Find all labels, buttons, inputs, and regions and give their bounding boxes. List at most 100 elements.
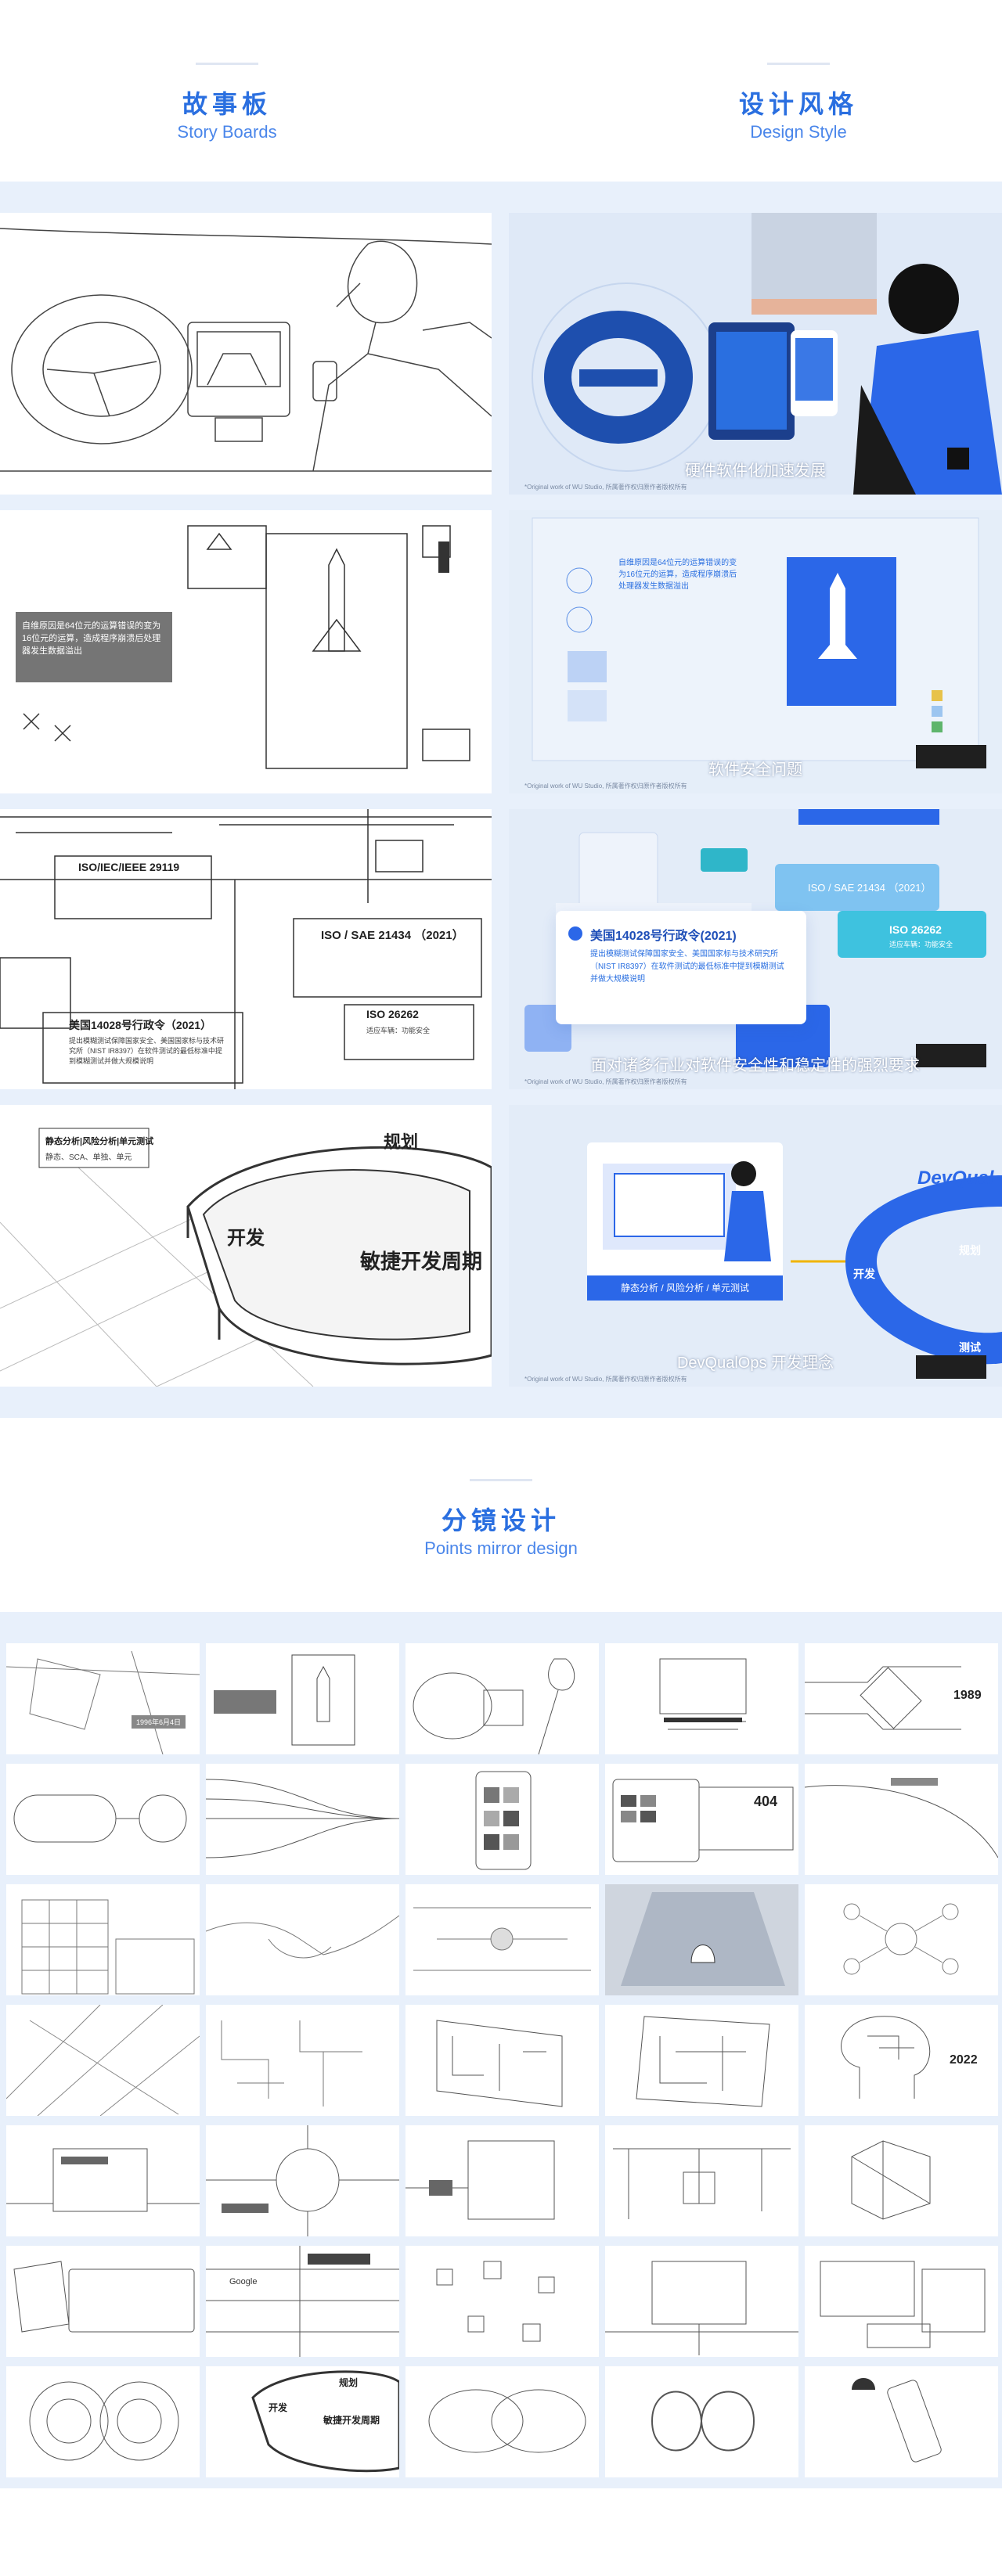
standards-style-iso2: ISO 26262 — [889, 923, 942, 936]
rocket-style-note: 自维原因是64位元的运算错误的变为16位元的运算，造成程序崩溃后处理器发生数据溢… — [618, 559, 737, 591]
cycle-sketch-illustration — [0, 1128, 492, 1387]
order-bullet-icon — [568, 926, 582, 941]
thumb-date-tag: 1996年6月4日 — [132, 1715, 186, 1729]
thumbnail[interactable] — [6, 2125, 200, 2236]
rocket-sketch-note: 自维原因是64位元的运算错误的变为16位元的运算，造成程序崩溃后处理器发生数据溢… — [22, 621, 161, 656]
thumbnail[interactable] — [405, 2125, 599, 2236]
thumbnail[interactable]: 1989 — [805, 1643, 998, 1754]
design-panel-rocket: 自维原因是64位元的运算错误的变为16位元的运算，造成程序崩溃后处理器发生数据溢… — [509, 510, 1002, 793]
standards-sketch-iso2: ISO / SAE 21434 （2021） — [321, 929, 464, 942]
standards-caption: 面对诸多行业对软件安全性和稳定性的强烈要求 — [591, 1057, 920, 1074]
devqual-brand: DevQual — [917, 1167, 994, 1189]
devqual-caption: DevQualOps 开发理念 — [676, 1355, 834, 1372]
cycle-sketch-plan: 规划 — [384, 1132, 419, 1152]
thumbnail[interactable] — [405, 2005, 599, 2116]
points-subtitle: Points mirror design — [424, 1538, 578, 1558]
storyboard-subtitle: Story Boards — [177, 122, 277, 142]
storyboard-panel-driver-sketch — [0, 213, 492, 495]
thumbnail[interactable] — [605, 1643, 798, 1754]
thumbnail[interactable] — [605, 2125, 798, 2236]
design-panel-driver: 硬件软件化加速发展 *Original work of WU Studio, 所… — [509, 213, 1002, 495]
devqual-bar: 静态分析 / 风险分析 / 单元测试 — [587, 1275, 783, 1301]
thumbnail[interactable] — [405, 1884, 599, 1995]
thumb-ring-center: 敏捷开发周期 — [323, 2415, 380, 2426]
standards-sketch-iso3-sub: 适应车辆：功能安全 — [366, 1027, 431, 1034]
thumbnail[interactable] — [6, 1884, 200, 1995]
footnote: *Original work of WU Studio, 所属著作权归原作者版权… — [524, 484, 687, 491]
footnote: *Original work of WU Studio, 所属著作权归原作者版权… — [524, 1078, 687, 1085]
thumbnail[interactable] — [206, 2005, 399, 2116]
design-style-header: 设计风格 Design Style — [689, 63, 908, 145]
design-panel-devqual: 静态分析 / 风险分析 / 单元测试 DevQual 规划 开发 测试 DevQ… — [509, 1105, 1002, 1387]
standards-sketch-order: 美国14028号行政令（2021） — [69, 1019, 212, 1031]
standards-style-card: 美国14028号行政令(2021) 提出模糊测试保障国家安全、美国国家标与技术研… — [556, 911, 806, 1024]
thumb-code-404: 404 — [754, 1793, 778, 1809]
storyboard-header: 故事板 Story Boards — [117, 63, 337, 145]
devqual-dev: 开发 — [853, 1268, 875, 1280]
thumbnail[interactable] — [405, 2246, 599, 2357]
thumbnail[interactable] — [805, 1884, 998, 1995]
cycle-sketch-dev: 开发 — [227, 1228, 265, 1249]
thumb-year-2022: 2022 — [950, 2053, 978, 2067]
driver-caption: 硬件软件化加速发展 — [685, 462, 826, 480]
thumbnail[interactable] — [206, 2125, 399, 2236]
storyboard-title: 故事板 — [182, 90, 272, 118]
standards-style-iso1: ISO / SAE 21434 （2021） — [808, 882, 932, 894]
thumbnail[interactable] — [605, 2366, 798, 2477]
standards-sketch-iso3: ISO 26262 — [366, 1008, 419, 1020]
thumbnail[interactable] — [405, 1643, 599, 1754]
devqual-test: 测试 — [959, 1341, 981, 1354]
thumbnail[interactable] — [405, 2366, 599, 2477]
design-style-title: 设计风格 — [738, 90, 858, 118]
thumb-google: Google — [229, 2277, 258, 2286]
standards-style-order-desc: 提出模糊测试保障国家安全、美国国家标与技术研究所（NIST IR8397）在软件… — [590, 950, 784, 984]
rocket-style-illustration — [509, 510, 1002, 793]
cycle-sketch-box-title: 静态分析|风险分析|单元测试 — [45, 1137, 154, 1146]
thumbnail[interactable]: 2022 — [805, 2005, 998, 2116]
thumbnail[interactable] — [206, 1764, 399, 1875]
design-style-subtitle: Design Style — [750, 122, 847, 142]
cycle-sketch-center: 敏捷开发周期 — [360, 1250, 483, 1273]
points-header: 分镜设计 Points mirror design — [384, 1479, 618, 1561]
thumbnail[interactable]: 开发 规划 敏捷开发周期 — [206, 2366, 399, 2477]
standards-sketch-iso1: ISO/IEC/IEEE 29119 — [78, 861, 180, 873]
thumbnail[interactable]: Google — [206, 2246, 399, 2357]
driver-style-illustration — [509, 213, 1002, 495]
devqual-plan: 规划 — [959, 1244, 981, 1257]
thumbnail[interactable] — [6, 2005, 200, 2116]
thumbnail[interactable]: 404 — [605, 1764, 798, 1875]
thumbnail[interactable] — [206, 1884, 399, 1995]
thumb-ring-dev: 开发 — [269, 2402, 288, 2413]
thumbnail[interactable] — [6, 2246, 200, 2357]
design-panel-standards: 美国14028号行政令(2021) 提出模糊测试保障国家安全、美国国家标与技术研… — [509, 809, 1002, 1089]
thumbnail[interactable] — [605, 1884, 798, 1995]
thumbnail[interactable] — [6, 1764, 200, 1875]
thumb-year-1989: 1989 — [953, 1689, 982, 1702]
thumbnail[interactable] — [805, 2366, 998, 2477]
thumbnail[interactable] — [605, 2246, 798, 2357]
standards-style-order: 美国14028号行政令(2021) — [590, 930, 737, 943]
header-divider — [470, 1479, 532, 1481]
thumbnail-grid: 1996年6月4日 1989 404 — [0, 1612, 1002, 2488]
devqual-style-illustration — [509, 1105, 1002, 1387]
thumbnail[interactable] — [6, 2366, 200, 2477]
storyboard-panel-cycle-sketch: 静态分析|风险分析|单元测试 静态、SCA、单独、单元 规划 开发 敏捷开发周期 — [0, 1105, 492, 1387]
thumbnail[interactable] — [805, 2125, 998, 2236]
thumb-ring-plan: 规划 — [339, 2377, 359, 2388]
footnote: *Original work of WU Studio, 所属著作权归原作者版权… — [524, 783, 687, 790]
storyboard-panel-rocket-sketch: 自维原因是64位元的运算错误的变为16位元的运算，造成程序崩溃后处理器发生数据溢… — [0, 510, 492, 793]
standards-sketch-order-desc: 提出模糊测试保障国家安全、美国国家标与技术研究所（NIST IR8397）在软件… — [69, 1037, 225, 1065]
thumbnail[interactable] — [405, 1764, 599, 1875]
storyboard-panel-standards-sketch: ISO/IEC/IEEE 29119 ISO / SAE 21434 （2021… — [0, 809, 492, 1089]
thumbnail[interactable] — [206, 1643, 399, 1754]
points-title: 分镜设计 — [441, 1506, 560, 1534]
header-divider — [767, 63, 830, 65]
rocket-sketch-illustration — [16, 525, 470, 769]
driver-sketch-illustration — [0, 228, 492, 472]
thumbnail[interactable] — [805, 1764, 998, 1875]
standards-style-iso2-sub: 适应车辆：功能安全 — [889, 941, 953, 948]
rocket-caption: 软件安全问题 — [708, 761, 802, 779]
thumbnail[interactable] — [805, 2246, 998, 2357]
thumbnail[interactable] — [605, 2005, 798, 2116]
thumbnail[interactable]: 1996年6月4日 — [6, 1643, 200, 1754]
